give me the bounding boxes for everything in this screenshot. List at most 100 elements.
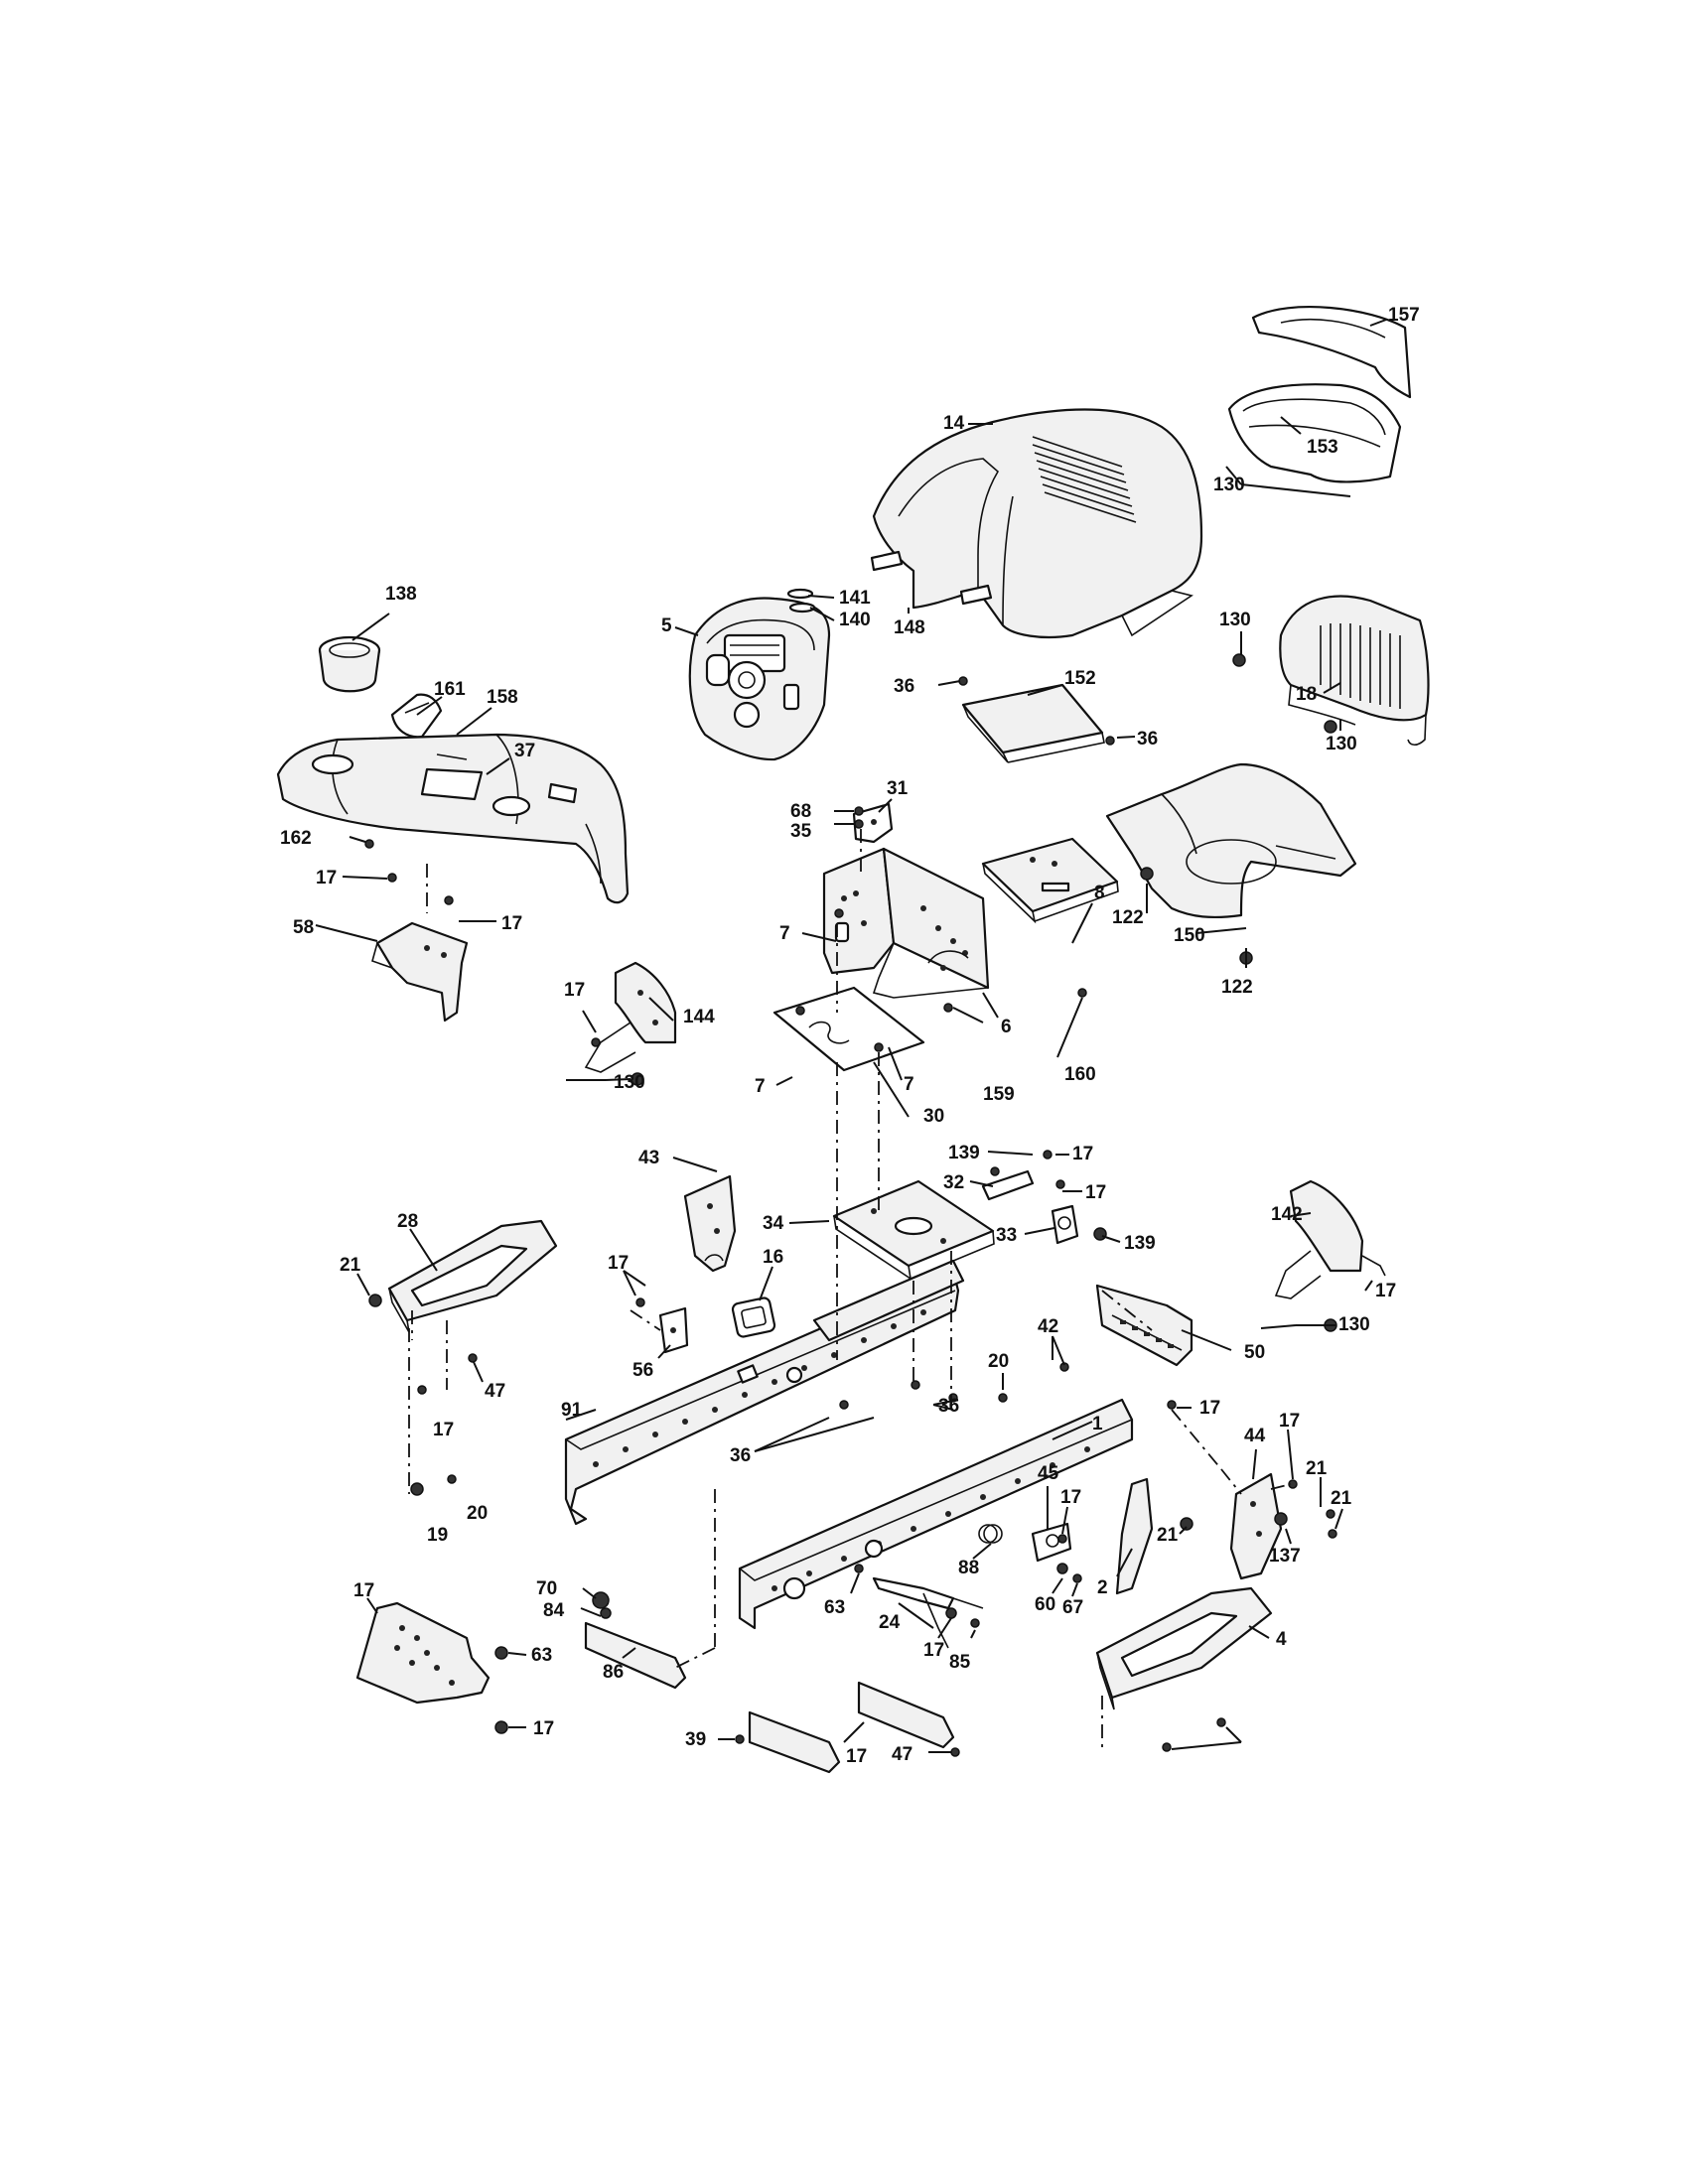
callout-14: 14 <box>943 413 965 434</box>
part-plate-34 <box>832 1179 995 1281</box>
leader-lines <box>315 319 1387 1753</box>
part-plate-30 <box>772 986 925 1072</box>
part-bracket-84 <box>1115 1477 1154 1595</box>
callout-4: 63 <box>531 1645 552 1666</box>
callout-122: 122 <box>1221 977 1253 998</box>
callout-1: 1 <box>1092 1414 1103 1434</box>
part-bracket-144 <box>584 961 677 1073</box>
callout-17: 21 <box>1331 1488 1352 1509</box>
callout-85: 86 <box>603 1662 624 1683</box>
grille-slats <box>1320 623 1401 709</box>
callout-17: 17 <box>1060 1487 1081 1508</box>
callout-130: 130 <box>1219 610 1251 630</box>
callout-17: 17 <box>608 1253 629 1274</box>
callout-17: 17 <box>433 1420 454 1440</box>
part-bracket-44 <box>1229 1472 1283 1580</box>
callout-6: 6 <box>1001 1017 1012 1037</box>
callout-45: 45 <box>1038 1463 1059 1484</box>
callout-58: 58 <box>293 917 314 938</box>
callout-36: 36 <box>730 1445 751 1466</box>
part-bracket-56 <box>658 1306 689 1354</box>
alignment-lines <box>408 829 1292 1747</box>
callout-18: 18 <box>1296 684 1317 705</box>
callout-36: 36 <box>894 676 914 697</box>
callout-21: 21 <box>1157 1525 1179 1546</box>
callout-63: 60 <box>1035 1594 1055 1615</box>
callout-7: 7 <box>755 1076 766 1097</box>
callout-36: 36 <box>938 1396 959 1417</box>
part-bracket-43 <box>683 1174 737 1273</box>
callout-140: 140 <box>839 610 871 630</box>
callout-50: 50 <box>1244 1342 1265 1363</box>
callout-144: 144 <box>683 1007 715 1027</box>
callout-70: 88 <box>958 1558 979 1578</box>
part-bracket-142 <box>1274 1179 1386 1299</box>
part-bracket-31 <box>852 802 894 844</box>
callout-152: 152 <box>1064 668 1096 689</box>
callout-141: 141 <box>839 588 871 609</box>
callout-17: 47 <box>892 1744 912 1765</box>
part-hood-pan <box>1105 762 1357 919</box>
part-cup-holder <box>318 635 381 693</box>
callout-67: 24 <box>879 1612 901 1633</box>
callout-157: 157 <box>1388 305 1420 326</box>
callout-148: 148 <box>894 617 925 638</box>
callout-150: 150 <box>1174 925 1205 946</box>
callout-34: 34 <box>763 1213 784 1234</box>
callout-20: 20 <box>467 1503 488 1524</box>
callout-21: 21 <box>1306 1458 1328 1479</box>
callout-24: 4 <box>1276 1629 1287 1650</box>
part-frame-rail-1 <box>738 1398 1134 1630</box>
part-bracket-58 <box>371 921 469 1023</box>
part-grommet-16 <box>731 1297 776 1338</box>
callout-130: 130 <box>1326 734 1357 754</box>
part-clip-141-140 <box>786 588 816 614</box>
callout-16: 16 <box>763 1247 783 1268</box>
part-knob-cover <box>390 693 443 739</box>
callout-88: 84 <box>543 1600 565 1621</box>
callout-2: 17 <box>353 1580 374 1601</box>
part-bar-85 <box>584 1621 687 1690</box>
part-footrest-24 <box>1095 1586 1273 1710</box>
callout-17: 17 <box>1279 1411 1300 1432</box>
callout-32: 32 <box>943 1172 964 1193</box>
callout-17: 17 <box>1375 1281 1396 1301</box>
part-32-33 <box>981 1169 1079 1245</box>
part-footrest-28 <box>387 1219 558 1333</box>
part-rod-67 <box>872 1576 984 1649</box>
callout-56: 56 <box>632 1360 653 1381</box>
callout-158: 158 <box>487 687 518 708</box>
callout-162: 162 <box>280 828 312 849</box>
callout-17: 17 <box>564 980 585 1001</box>
callout-153: 153 <box>1307 437 1338 458</box>
bracket-50-slots <box>1120 1320 1174 1348</box>
callout-159: 159 <box>983 1084 1015 1105</box>
callout-86: 17 <box>533 1718 554 1739</box>
callout-139: 139 <box>1124 1233 1156 1254</box>
part-headlight-bracket <box>1227 383 1402 483</box>
part-grille <box>1279 595 1430 747</box>
part-frame-rail-91 <box>564 1259 965 1526</box>
callout-20: 20 <box>988 1351 1009 1372</box>
callout-84: 2 <box>1097 1577 1108 1598</box>
callout-130: 130 <box>1213 475 1245 495</box>
callout-17: 39 <box>685 1729 706 1750</box>
callout-39: 17 <box>846 1746 867 1767</box>
callout-21: 21 <box>340 1255 361 1276</box>
callout-139: 139 <box>948 1143 980 1163</box>
part-dash-tower <box>822 847 990 999</box>
callout-47: 47 <box>485 1381 505 1402</box>
part-bracket-2 <box>355 1601 491 1705</box>
callout-137: 70 <box>536 1578 557 1599</box>
hood-vents <box>1032 436 1137 523</box>
callout-138: 138 <box>385 584 417 605</box>
callout-36: 36 <box>1137 729 1158 750</box>
callout-17: 17 <box>316 868 337 888</box>
part-grille-strip <box>1251 305 1412 399</box>
part-bracket-50 <box>1095 1284 1193 1367</box>
callout-8: 8 <box>1094 883 1105 903</box>
callout-60: 67 <box>1062 1597 1083 1618</box>
callout-17: 17 <box>1199 1398 1220 1419</box>
callout-161: 161 <box>434 679 466 700</box>
